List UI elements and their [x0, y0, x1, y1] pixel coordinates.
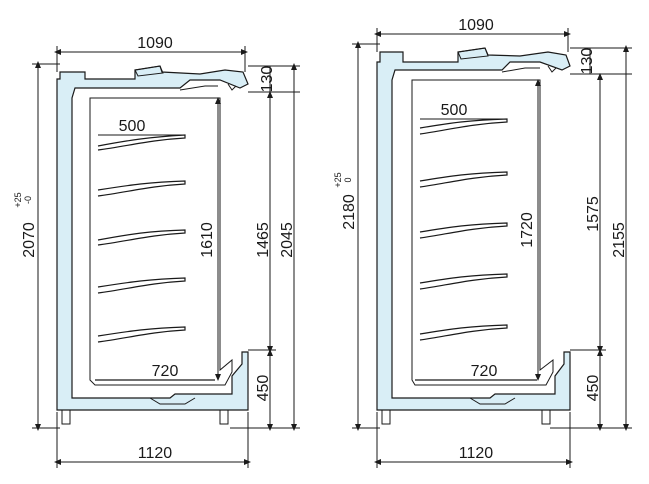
right-opening-height-label: 1575: [585, 196, 602, 232]
right-shelf: [419, 118, 508, 135]
left-canopy: [134, 65, 164, 77]
right-top-width-label: 1090: [458, 17, 494, 34]
right-overall-height-label: 2155: [611, 222, 628, 258]
right-shelf: [419, 222, 508, 239]
right-unit: 1090 1120 500 720 1720 130 1575 450 2155: [333, 17, 632, 468]
left-shelf: [97, 134, 186, 151]
left-tolerance-minus: -0: [23, 196, 33, 204]
left-total-height-label: 2070: [21, 222, 38, 258]
right-canopy: [457, 47, 489, 60]
left-overall-height-label: 2045: [279, 222, 296, 258]
left-foot-rear: [219, 410, 229, 425]
left-opening-height-label: 1465: [255, 222, 272, 258]
right-base-width-label: 1120: [459, 445, 494, 462]
left-shelf: [97, 326, 186, 343]
left-base-plenum: [149, 397, 196, 405]
left-bottom-depth-label: 720: [152, 363, 179, 380]
left-shelf: [97, 277, 186, 294]
left-top-width-label: 1090: [137, 35, 173, 52]
right-foot-rear: [541, 410, 551, 425]
left-unit: 1090 1120 500 720 1610 130 1465 450 2045: [13, 35, 300, 468]
right-shelf: [419, 273, 508, 290]
left-hook: [227, 83, 237, 91]
left-canopy-height-label: 130: [259, 66, 276, 93]
right-tolerance-plus: +25: [333, 172, 343, 187]
left-foot-front: [61, 410, 71, 425]
right-shelf: [419, 324, 508, 341]
right-tolerance-minus: 0: [343, 177, 353, 182]
left-shelf: [97, 180, 186, 197]
right-base-height-label: 450: [585, 375, 602, 402]
right-canopy-height-label: 130: [579, 48, 596, 75]
right-cabinet-body: [376, 47, 571, 411]
left-inner-height-label: 1610: [199, 222, 216, 258]
right-shelf-depth-label: 500: [441, 102, 468, 119]
right-canopy-lip: [501, 67, 540, 73]
left-base-width-label: 1120: [138, 445, 173, 462]
right-foot-front: [381, 410, 391, 425]
right-bottom-depth-label: 720: [471, 363, 498, 380]
right-inner-height-label: 1720: [519, 212, 536, 248]
left-shelf: [97, 229, 186, 246]
left-canopy-lip: [179, 85, 218, 91]
left-cabinet-body: [56, 65, 249, 411]
right-shelf: [419, 171, 508, 188]
left-shelf-depth-label: 500: [119, 118, 146, 135]
left-base-height-label: 450: [255, 375, 272, 402]
left-tolerance-plus: +25: [13, 192, 23, 207]
right-total-height-label: 2180: [341, 194, 358, 230]
right-hook: [547, 65, 557, 73]
right-base-plenum: [469, 397, 516, 405]
